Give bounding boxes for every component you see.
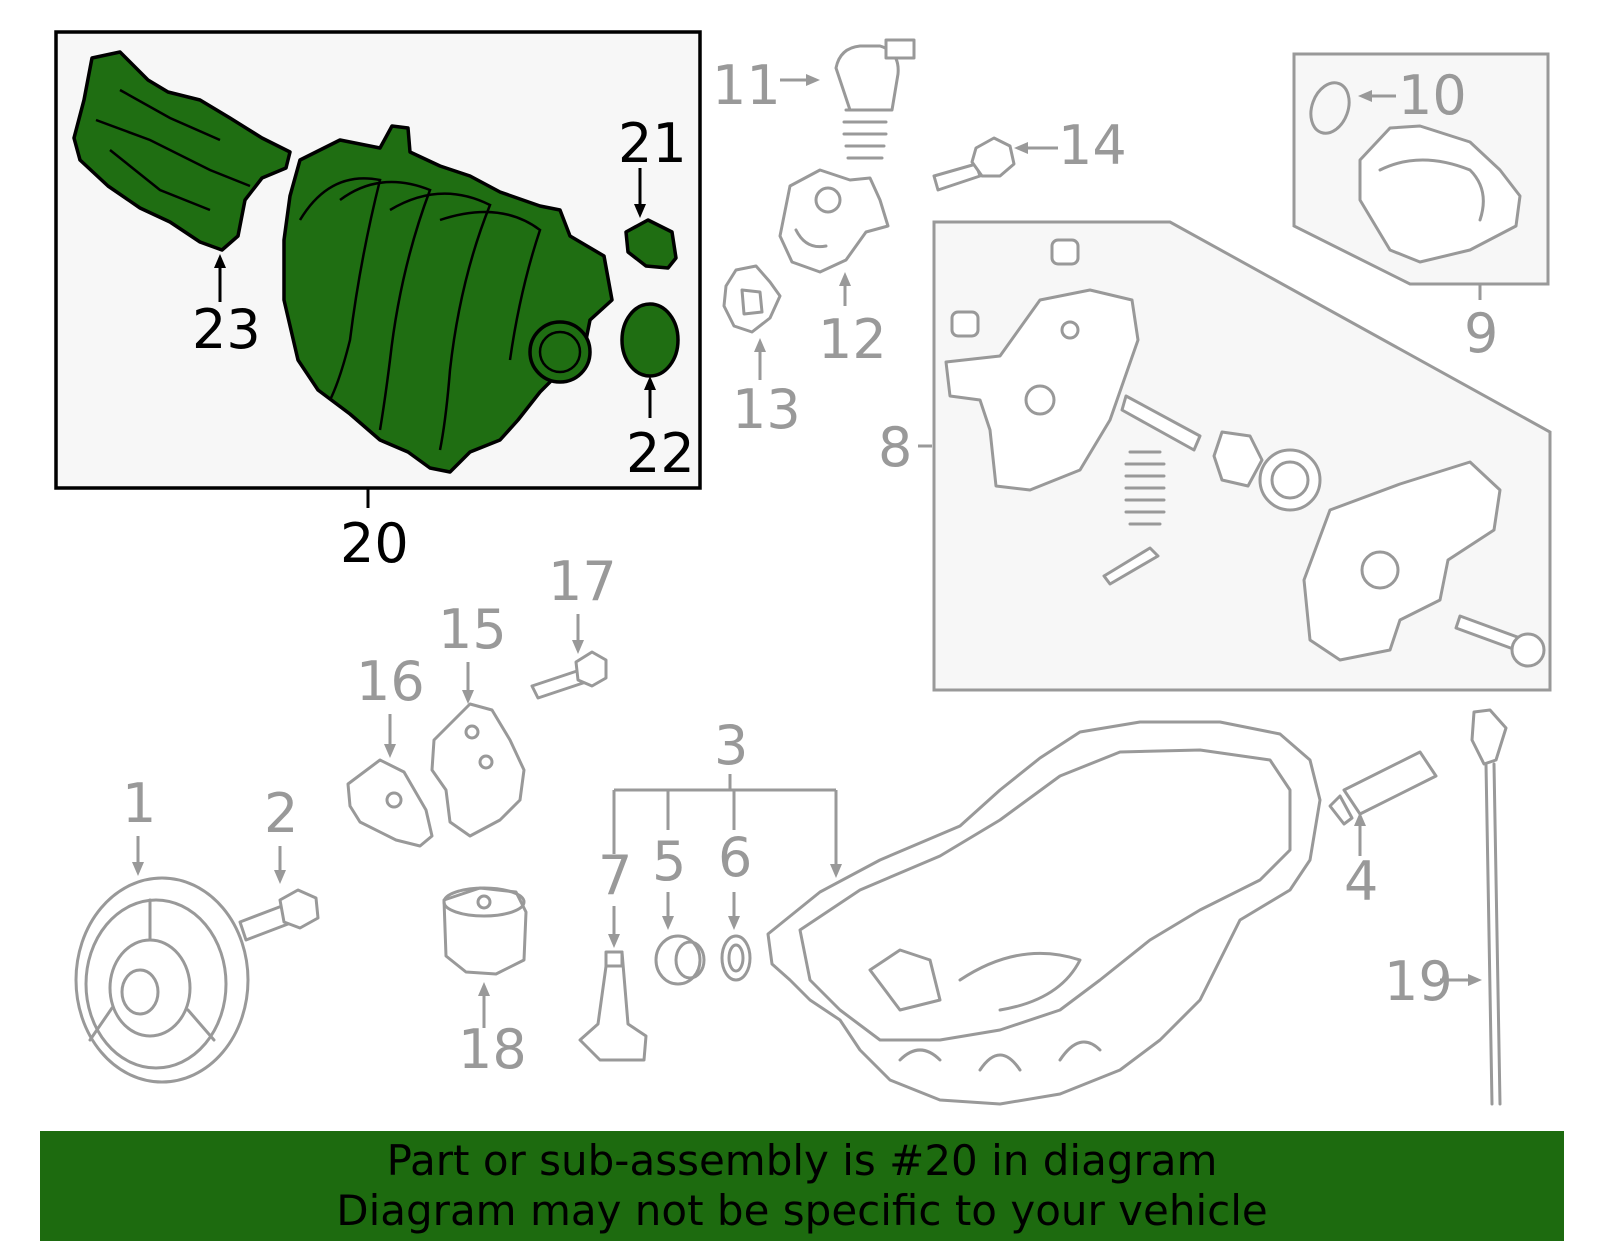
callout-23: 23 xyxy=(192,298,261,361)
callout-7: 7 xyxy=(598,844,632,907)
parts-11-14: 11 12 13 14 xyxy=(712,38,1127,441)
callout-12: 12 xyxy=(818,308,887,371)
callout-14: 14 xyxy=(1058,114,1127,177)
callout-19: 19 xyxy=(1384,950,1453,1013)
callout-3: 3 xyxy=(714,714,748,777)
parts-15-18: 17 15 16 18 xyxy=(346,550,617,1081)
part-23-engine-cover[interactable] xyxy=(72,50,292,252)
callout-9: 9 xyxy=(1464,302,1498,365)
callout-10: 10 xyxy=(1398,64,1467,127)
assembly-9-box: 10 9 xyxy=(1292,52,1550,365)
part-21-cap[interactable] xyxy=(624,218,678,270)
callout-22: 22 xyxy=(626,422,695,485)
callout-1: 1 xyxy=(122,772,156,835)
callout-21: 21 xyxy=(618,112,687,175)
banner-line-1: Part or sub-assembly is #20 in diagram xyxy=(386,1136,1218,1185)
callout-15: 15 xyxy=(438,598,507,661)
callout-6: 6 xyxy=(718,826,752,889)
callout-4: 4 xyxy=(1344,850,1378,913)
assembly-8-box: 8 xyxy=(878,220,1552,692)
banner-line-2: Diagram may not be specific to your vehi… xyxy=(336,1186,1268,1235)
part-22-gasket[interactable] xyxy=(620,302,680,378)
callout-11: 11 xyxy=(712,54,781,117)
parts-3-7: 3 7 5 6 xyxy=(578,714,842,1062)
info-banner: Part or sub-assembly is #20 in diagram D… xyxy=(40,1131,1564,1241)
callout-8: 8 xyxy=(878,416,912,479)
assembly-20-box[interactable]: 21 22 23 20 xyxy=(54,30,702,575)
callout-13: 13 xyxy=(732,378,801,441)
callout-5: 5 xyxy=(652,830,686,893)
callout-18: 18 xyxy=(458,1018,527,1081)
callout-2: 2 xyxy=(264,782,298,845)
callout-20: 20 xyxy=(340,512,409,575)
parts-oil-pan-4-19: 4 19 xyxy=(766,708,1508,1106)
parts-1-2: 1 2 xyxy=(74,772,320,1084)
callout-17: 17 xyxy=(548,550,617,613)
callout-16: 16 xyxy=(356,650,425,713)
